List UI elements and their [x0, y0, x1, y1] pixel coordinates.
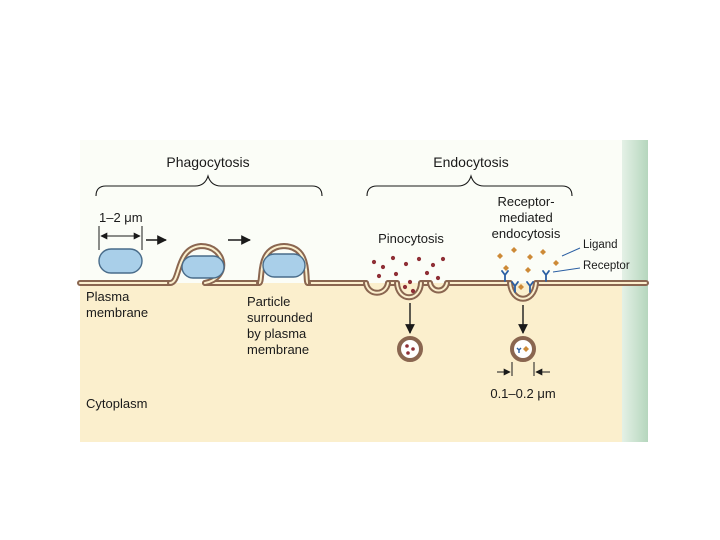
receptor-label: Receptor [583, 260, 630, 272]
receptor-mediated-label-line-3: endocytosis [492, 226, 561, 241]
endocytosis-brace [366, 174, 573, 197]
cytoplasm-region [80, 283, 646, 442]
panel-edge-strip [622, 140, 648, 442]
particle-surrounded-label-line-1: Particle [247, 294, 290, 309]
vesicle-size-indicator [497, 362, 550, 376]
plasma-membrane-label-line-1: Plasma [86, 289, 130, 304]
vesicle-size-label: 0.1–0.2 μm [490, 386, 555, 401]
coated-vesicle [510, 336, 536, 362]
pinocytosis-vesicle [397, 336, 423, 362]
ligand-label: Ligand [583, 239, 618, 251]
receptor-mediated-label-line-1: Receptor- [497, 194, 554, 209]
particle [98, 248, 143, 274]
pinocytosis-fluid-particles [371, 255, 446, 294]
engulfing-membrane [167, 242, 226, 286]
particle-surrounded-label-line-4: membrane [247, 342, 309, 357]
particle-surrounded-label-line-2: surrounded [247, 310, 313, 325]
plasma-membrane-label-line-2: membrane [86, 305, 148, 320]
surrounded-particle [256, 242, 311, 286]
particle-size-indicator [98, 226, 143, 250]
pinocytosis-label: Pinocytosis [378, 231, 444, 246]
ligand-leader [561, 247, 581, 257]
particle-size-label: 1–2 μm [99, 210, 143, 225]
phagocytosis-brace [95, 174, 323, 197]
receptor-molecules [501, 270, 550, 293]
particle-surrounded-label-line-3: by plasma [247, 326, 307, 341]
cytoplasm-label: Cytoplasm [86, 396, 147, 411]
receptor-leader [552, 267, 581, 273]
endocytosis-heading: Endocytosis [433, 154, 508, 170]
phagocytosis-heading: Phagocytosis [166, 154, 249, 170]
receptor-mediated-label-line-2: mediated [499, 210, 552, 225]
coated-pit [507, 280, 539, 302]
pinocytosis-pit [363, 280, 450, 301]
